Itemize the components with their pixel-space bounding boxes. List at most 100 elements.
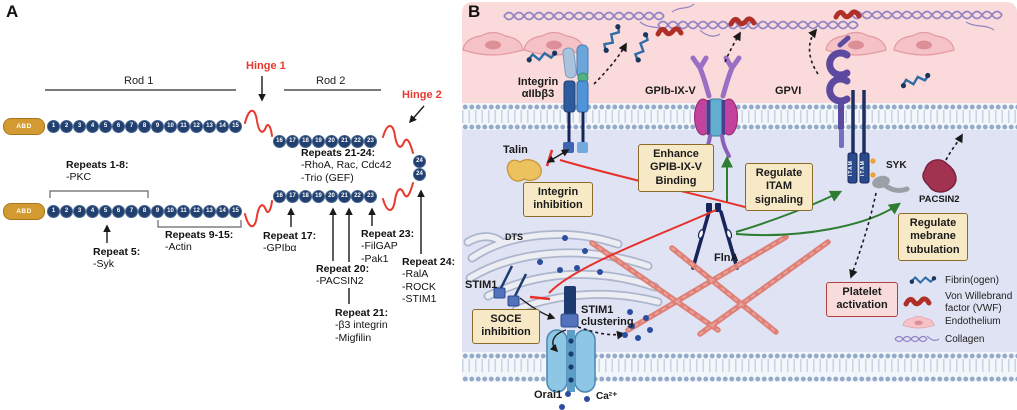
repeat-unit: 15 (229, 120, 242, 133)
enhance-gpib-box: Enhance GPIB-IX-V Binding (638, 144, 714, 193)
collagen-fibers (503, 3, 1003, 37)
repeat-unit: 2 (60, 205, 73, 218)
flna-label: FlnA (714, 252, 739, 264)
legend-endothelium-label: Endothelium (945, 316, 1001, 327)
dts-structure (463, 230, 663, 315)
repeat-unit: 21 (338, 135, 351, 148)
repeat-unit: 2 (60, 120, 73, 133)
integrin-label: Integrin αIIbβ3 (517, 76, 559, 100)
legend-fibrin-label: Fibrin(ogen) (945, 275, 999, 286)
repeat-unit: 13 (203, 205, 216, 218)
repeat-unit: 5 (99, 205, 112, 218)
annotation-repeat-23: Repeat 23:-FilGAP-Pak1 (361, 228, 415, 265)
talin-protein (506, 159, 542, 182)
itam-label-2: ITAM (860, 160, 866, 176)
repeat-unit: 22 (351, 190, 364, 203)
repeat-unit: 20 (325, 190, 338, 203)
repeat-unit: 9 (151, 205, 164, 218)
abd-domain-top: ABD (3, 118, 45, 135)
repeat-unit: 3 (73, 120, 86, 133)
repeat-unit: 22 (351, 135, 364, 148)
panel-b-label: B (468, 2, 481, 21)
repeat-unit: 3 (73, 205, 86, 218)
repeat-unit: 6 (112, 205, 125, 218)
stim1-clustered (560, 286, 579, 328)
itam-label-1: ITAM (848, 160, 854, 176)
annotation-repeats-9-15: Repeats 9-15:-Actin (165, 229, 234, 254)
repeat-unit: 15 (229, 205, 242, 218)
annotation-repeats-1-8: Repeats 1-8:-PKC (66, 159, 129, 184)
gpib-label: GPIb-IX-V (645, 85, 696, 97)
actin-filaments (589, 234, 831, 337)
binding-arrows-dashed (577, 28, 963, 340)
repeat-unit: 7 (125, 205, 138, 218)
repeat-unit: 10 (164, 120, 177, 133)
ca-label: Ca²⁺ (596, 391, 618, 402)
repeat-unit: 21 (338, 190, 351, 203)
repeat-unit: 8 (138, 120, 151, 133)
repeat-unit: 10 (164, 205, 177, 218)
stim1-pins (493, 265, 528, 307)
pacsin2-protein (922, 159, 957, 193)
repeat-unit: 6 (112, 120, 125, 133)
repeat-unit: 23 (364, 190, 377, 203)
repeat-unit: 7 (125, 120, 138, 133)
legend-icons (894, 275, 940, 343)
orai1-label: Orai1 (534, 389, 563, 401)
repeat-unit: 14 (216, 120, 229, 133)
annotation-repeat-20: Repeat 20:-PACSIN2 (316, 263, 370, 288)
repeat-24-top: 24 (413, 155, 426, 168)
annotation-repeat-24: Repeat 24:-RalA-ROCK-STIM1 (402, 256, 456, 306)
repeat-unit: 12 (190, 205, 203, 218)
repeat-unit: 4 (86, 120, 99, 133)
integrin-receptor (562, 44, 589, 153)
repeat-unit: 5 (99, 120, 112, 133)
abd-domain-bottom: ABD (3, 203, 45, 220)
gpvi-label: GPVI (775, 85, 802, 97)
annotation-brackets (49, 190, 242, 228)
integrin-inhibition-box: Integrin inhibition (523, 182, 593, 217)
hinge2-label: Hinge 2 (402, 89, 442, 101)
regulate-itam-box: Regulate ITAM signaling (745, 163, 813, 212)
repeat-unit: 16 (273, 135, 286, 148)
repeat-24-bottom: 24 (413, 168, 426, 181)
repeat-unit: 1 (47, 205, 60, 218)
rod1-label: Rod 1 (124, 75, 154, 87)
ca-ions (537, 235, 653, 410)
repeat-unit: 1 (47, 120, 60, 133)
platelet-activation-box: Platelet activation (826, 282, 898, 317)
hinge-squiggles (244, 109, 414, 228)
stim1-label: STIM1 (465, 279, 498, 291)
hinge1-label: Hinge 1 (246, 60, 286, 72)
soce-inhibition-box: SOCE inhibition (472, 309, 540, 344)
legend-vwf-label: Von Willebrand factor (VWF) (945, 291, 1013, 314)
interaction-arrows (519, 149, 570, 353)
stim1-clustering-label: STIM1 clustering (581, 304, 634, 328)
flna-dimer (691, 203, 739, 270)
repeat-unit: 13 (203, 120, 216, 133)
gpib-receptor (690, 55, 742, 158)
itam-chains (847, 90, 876, 184)
repeat-unit: 23 (364, 135, 377, 148)
annotation-repeats-21-24: Repeats 21-24:-RhoA, Rac, Cdc42-Trio (GE… (301, 147, 392, 184)
syk-label: SYK (886, 160, 907, 171)
dts-label: DTS (505, 232, 523, 242)
repeat-unit: 19 (312, 190, 325, 203)
regulate-membrane-box: Regulate mebrane tubulation (898, 213, 968, 262)
rod2-label: Rod 2 (316, 75, 346, 87)
repeat-unit: 18 (299, 135, 312, 148)
repeat-unit: 11 (177, 120, 190, 133)
repeat-unit: 19 (312, 135, 325, 148)
panel-a-label: A (6, 2, 19, 21)
repeat-unit: 20 (325, 135, 338, 148)
annotation-repeat-17: Repeat 17:-GPIbα (263, 230, 317, 255)
legend-collagen-label: Collagen (945, 334, 985, 345)
repeat-unit: 12 (190, 120, 203, 133)
repeat-unit: 18 (299, 190, 312, 203)
activation-arrows-green (721, 155, 901, 237)
